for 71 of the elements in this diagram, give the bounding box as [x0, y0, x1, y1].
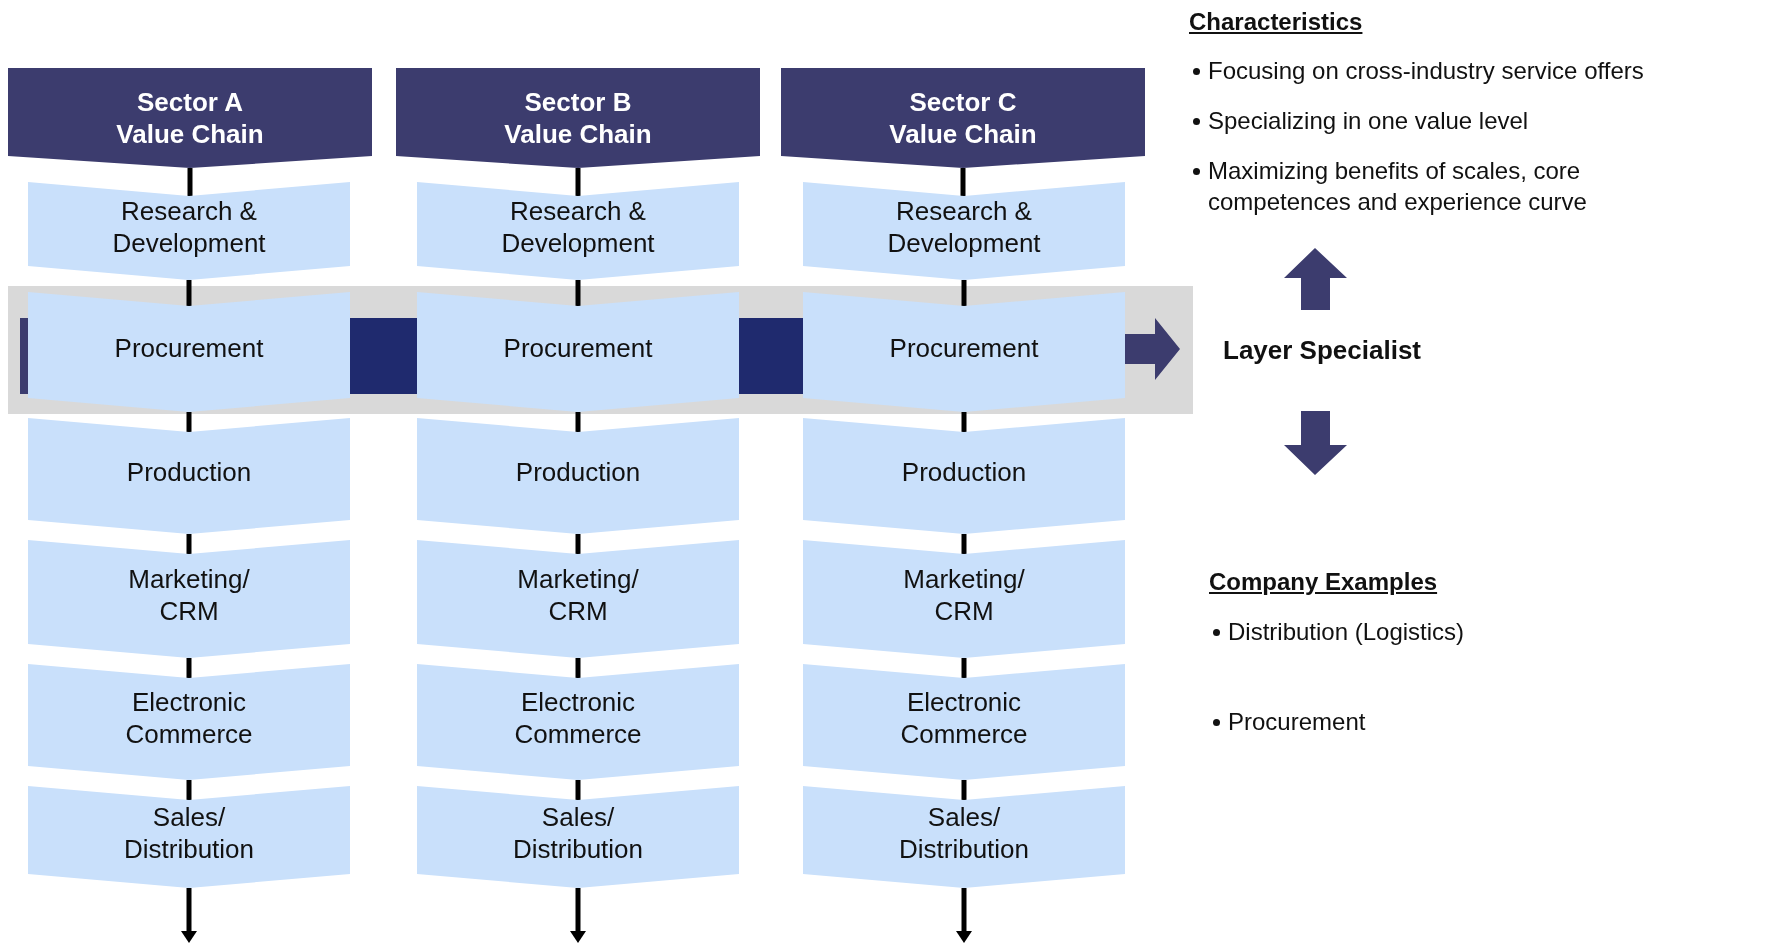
value-chain-step [28, 292, 350, 412]
connector-line [961, 534, 967, 554]
value-chain-step [417, 418, 739, 534]
value-chain-step [28, 786, 350, 888]
connector-line [575, 280, 581, 306]
section-heading: Characteristics [1189, 7, 1363, 37]
step-label: Production [515, 455, 641, 489]
value-chain-step [417, 540, 739, 658]
step-label: Sales/ Distribution [511, 800, 645, 866]
connector-line [575, 780, 581, 800]
step-label: Electronic Commerce [899, 685, 1029, 751]
bullet-item: Distribution (Logistics) [1228, 617, 1466, 647]
value-chain-step [417, 182, 739, 280]
layer-title: Layer Specialist [1223, 334, 1421, 367]
step-label: Marketing/ CRM [902, 562, 1026, 628]
connector-line [575, 412, 581, 432]
value-chain-step [417, 664, 739, 780]
connector-line [570, 888, 586, 943]
connector-line [956, 888, 972, 943]
step-label: Sales/ Distribution [122, 800, 256, 866]
value-chain-step [417, 292, 739, 412]
connector-line [575, 658, 581, 678]
step-label: Production [126, 455, 252, 489]
sector-header [8, 68, 372, 168]
sector-header [781, 68, 1145, 168]
step-label: Production [901, 455, 1027, 489]
connector-line [187, 168, 193, 196]
connector-line [186, 658, 192, 678]
connector-line [186, 280, 192, 306]
value-chain-step [803, 540, 1125, 658]
header-text: Sector A Value Chain [115, 85, 265, 151]
bullet-item: Specializing in one value level [1208, 106, 1530, 136]
step-label: Procurement [114, 331, 264, 365]
value-chain-step [803, 292, 1125, 412]
value-chain-step [28, 540, 350, 658]
step-label: Marketing/ CRM [516, 562, 640, 628]
value-chain-step [803, 786, 1125, 888]
connector-line [961, 412, 967, 432]
connector-line [186, 780, 192, 800]
bullet-item: Maximizing benefits of scales, core competences and experience curve [1208, 156, 1588, 218]
connector-line [961, 780, 967, 800]
value-chain-step [28, 182, 350, 280]
step-label: Sales/ Distribution [897, 800, 1031, 866]
connector-line [575, 534, 581, 554]
connector-line [186, 412, 192, 432]
bullet-item: Focusing on cross-industry service offers [1208, 56, 1645, 86]
step-label: Electronic Commerce [513, 685, 643, 751]
bullet-item: Procurement [1228, 707, 1367, 737]
header-text: Sector B Value Chain [503, 85, 653, 151]
step-label: Procurement [503, 331, 653, 365]
step-label: Marketing/ CRM [127, 562, 251, 628]
connector-line [960, 168, 966, 196]
step-label: Procurement [889, 331, 1039, 365]
value-chain-step [28, 418, 350, 534]
step-label: Research & Development [886, 194, 1042, 260]
value-chain-step [803, 664, 1125, 780]
header-text: Sector C Value Chain [888, 85, 1038, 151]
connector-line [181, 888, 197, 943]
step-label: Research & Development [111, 194, 267, 260]
sector-header [396, 68, 760, 168]
connector-line [575, 168, 581, 196]
value-chain-step [803, 418, 1125, 534]
connector-line [961, 280, 967, 306]
connector-line [961, 658, 967, 678]
step-label: Research & Development [500, 194, 656, 260]
step-label: Electronic Commerce [124, 685, 254, 751]
value-chain-step [417, 786, 739, 888]
value-chain-step [28, 664, 350, 780]
section-heading: Company Examples [1209, 567, 1438, 597]
value-chain-step [803, 182, 1125, 280]
connector-line [186, 534, 192, 554]
